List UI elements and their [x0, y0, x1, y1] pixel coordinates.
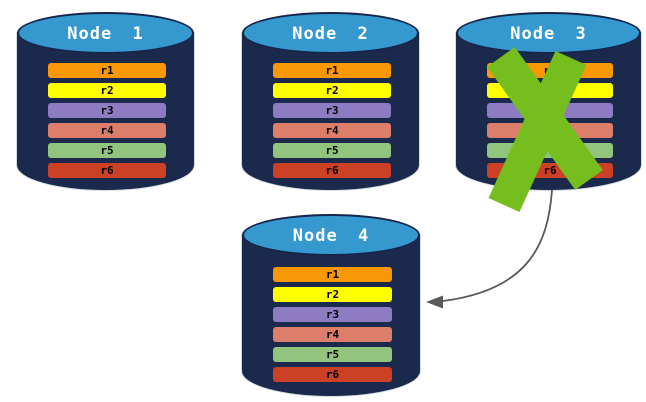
row-r2: r2	[273, 287, 392, 302]
row-r4: r4	[48, 123, 166, 138]
row-r1: r1	[273, 267, 392, 282]
node-1-rows: r1 r2 r3 r4 r5 r6	[48, 63, 166, 178]
row-r5: r5	[273, 347, 392, 362]
node-3-title: Node 3	[510, 23, 587, 44]
row-r3: r3	[48, 103, 166, 118]
node-4-title: Node 4	[292, 225, 370, 246]
node-2-top-ellipse: Node 2	[242, 12, 419, 54]
node-4-rows: r1 r2 r3 r4 r5 r6	[273, 267, 392, 382]
node-3-top-ellipse: Node 3	[456, 12, 641, 54]
row-r1: r1	[273, 63, 391, 78]
row-r4: r4	[273, 327, 392, 342]
node-4: Node 4 r1 r2 r3 r4 r5 r6	[242, 214, 420, 396]
row-r5: r5	[48, 143, 166, 158]
row-r5: r5	[273, 143, 391, 158]
node-1-title: Node 1	[67, 23, 144, 44]
row-r3: r3	[273, 103, 391, 118]
row-r3: r3	[273, 307, 392, 322]
row-r6: r6	[273, 367, 392, 382]
node-2-title: Node 2	[292, 23, 369, 44]
node-1: Node 1 r1 r2 r3 r4 r5 r6	[17, 12, 194, 190]
x-mark-icon	[487, 47, 603, 213]
row-r2: r2	[48, 83, 166, 98]
node-2-rows: r1 r2 r3 r4 r5 r6	[273, 63, 391, 178]
node-4-top-ellipse: Node 4	[242, 214, 420, 256]
node-1-top-ellipse: Node 1	[17, 12, 194, 54]
x-mark-stroke-2	[488, 50, 587, 213]
row-r4: r4	[273, 123, 391, 138]
replication-arrow-head	[426, 295, 443, 309]
row-r2: r2	[273, 83, 391, 98]
row-r6: r6	[273, 163, 391, 178]
row-r6: r6	[48, 163, 166, 178]
row-r1: r1	[48, 63, 166, 78]
node-2: Node 2 r1 r2 r3 r4 r5 r6	[242, 12, 419, 190]
